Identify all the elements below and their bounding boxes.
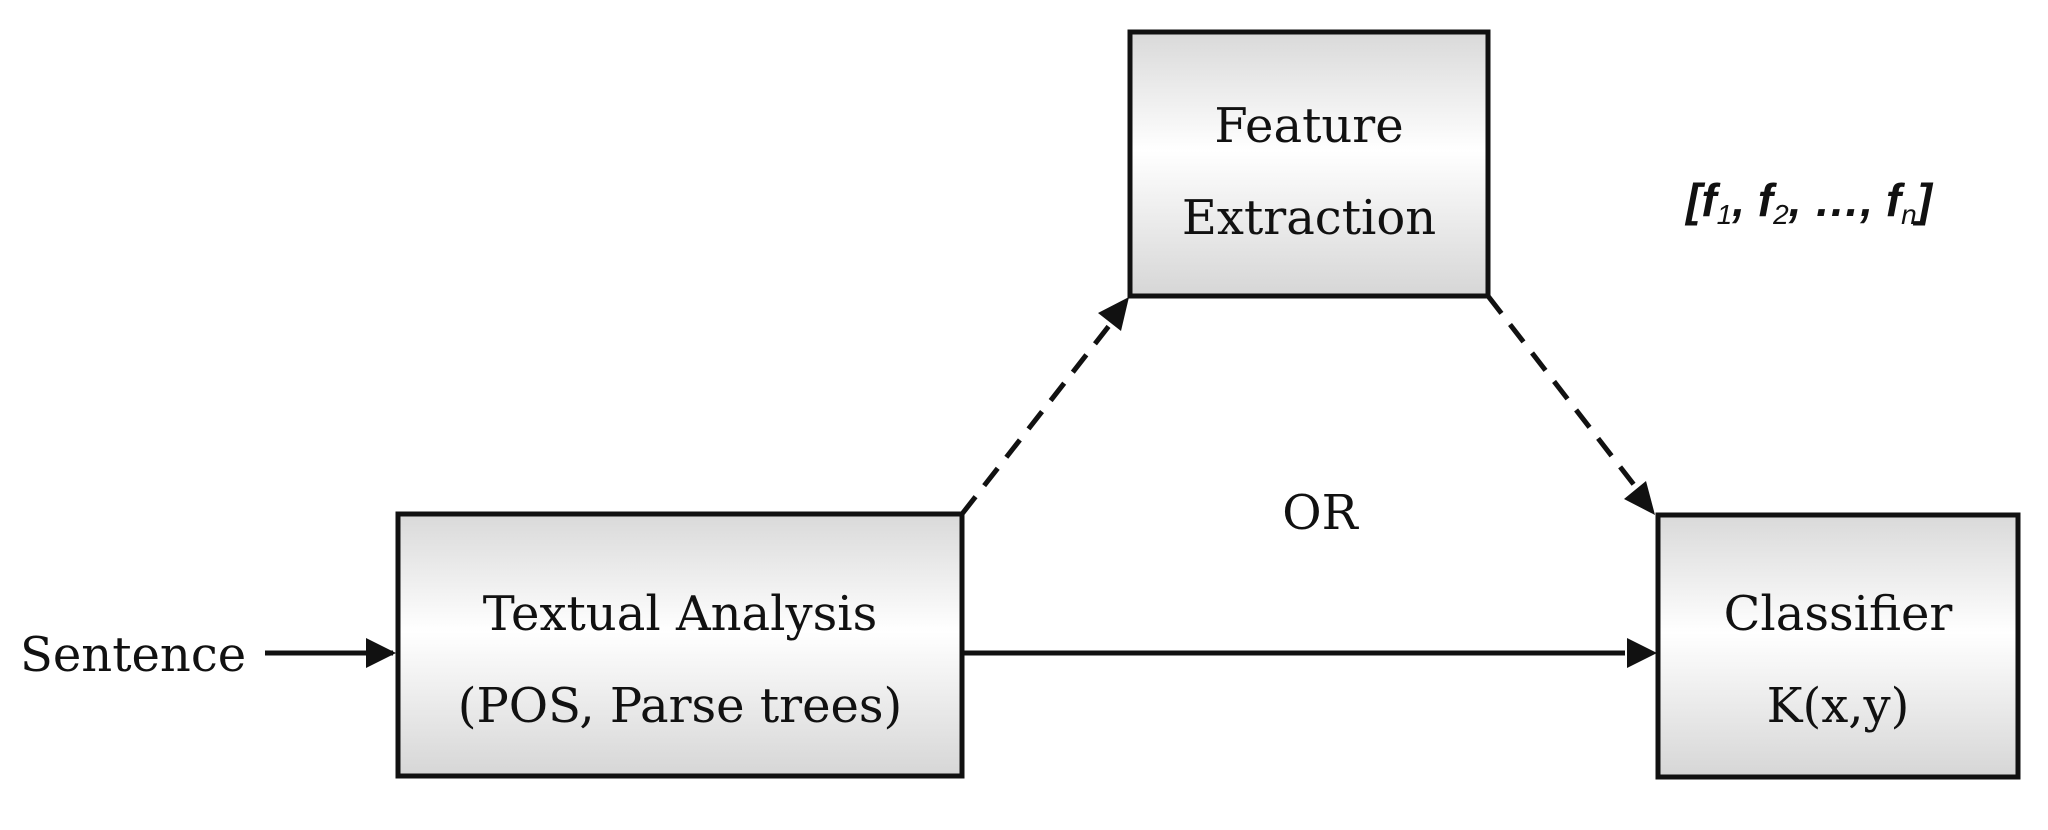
- dashed-arrow-to-feature-extraction: [960, 320, 1114, 516]
- dashed-arrow-head-classifier: [1624, 481, 1655, 515]
- dashed-arrow-to-classifier: [1486, 294, 1640, 492]
- dashed-arrow-head-feature-extraction: [1098, 297, 1129, 331]
- feature-extraction-title-line2: Extraction: [1182, 190, 1436, 246]
- or-label: OR: [1282, 485, 1359, 541]
- textual-analysis-node: Textual Analysis (POS, Parse trees): [395, 511, 965, 779]
- input-arrow-head: [366, 638, 396, 668]
- classifier-title: Classifier: [1724, 586, 1953, 642]
- feature-extraction-title-line1: Feature: [1214, 98, 1403, 154]
- textual-analysis-title: Textual Analysis: [483, 586, 877, 642]
- sentence-label: Sentence: [20, 627, 246, 683]
- classifier-node: Classifier K(x,y): [1655, 512, 2021, 780]
- classifier-kernel: K(x,y): [1767, 678, 1910, 734]
- feature-extraction-node: Feature Extraction: [1127, 29, 1491, 299]
- feature-vector-label: [f1, f2, …, fn]: [1684, 174, 1934, 230]
- textual-analysis-subtitle: (POS, Parse trees): [458, 678, 902, 734]
- direct-arrow-head: [1627, 638, 1657, 668]
